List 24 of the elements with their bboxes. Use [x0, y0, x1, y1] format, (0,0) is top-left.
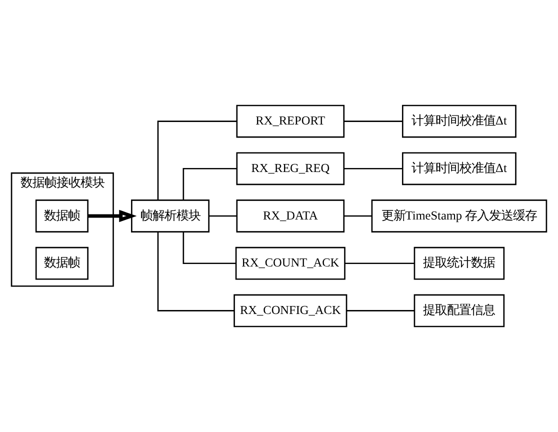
connector: [182, 168, 237, 200]
node-box: 帧解析模块: [131, 200, 210, 232]
node-box: 计算时间校准值Δt: [402, 104, 516, 138]
connector: [344, 120, 402, 122]
node-box: RX_DATA: [236, 200, 345, 232]
connector: [344, 168, 402, 170]
node-box: 计算时间校准值Δt: [402, 152, 516, 186]
connector: [157, 232, 234, 312]
connector: [182, 232, 236, 264]
node-box: 提取统计数据: [414, 246, 505, 280]
connector: [344, 262, 414, 264]
node-box: RX_CONFIG_ACK: [234, 294, 348, 328]
node-box: RX_COUNT_ACK: [235, 246, 346, 280]
connector: [208, 215, 236, 217]
node-box: 提取配置信息: [414, 294, 505, 328]
connector: [344, 215, 372, 217]
node-box: 更新TimeStamp 存入发送缓存: [371, 200, 548, 232]
node-box: RX_REG_REQ: [236, 152, 345, 186]
node-box: 数据帧: [35, 200, 88, 232]
connector: [157, 120, 237, 200]
arrow: [88, 210, 137, 222]
node-box: 数据帧: [35, 246, 88, 280]
connector: [346, 310, 414, 312]
node-box: RX_REPORT: [236, 104, 345, 138]
